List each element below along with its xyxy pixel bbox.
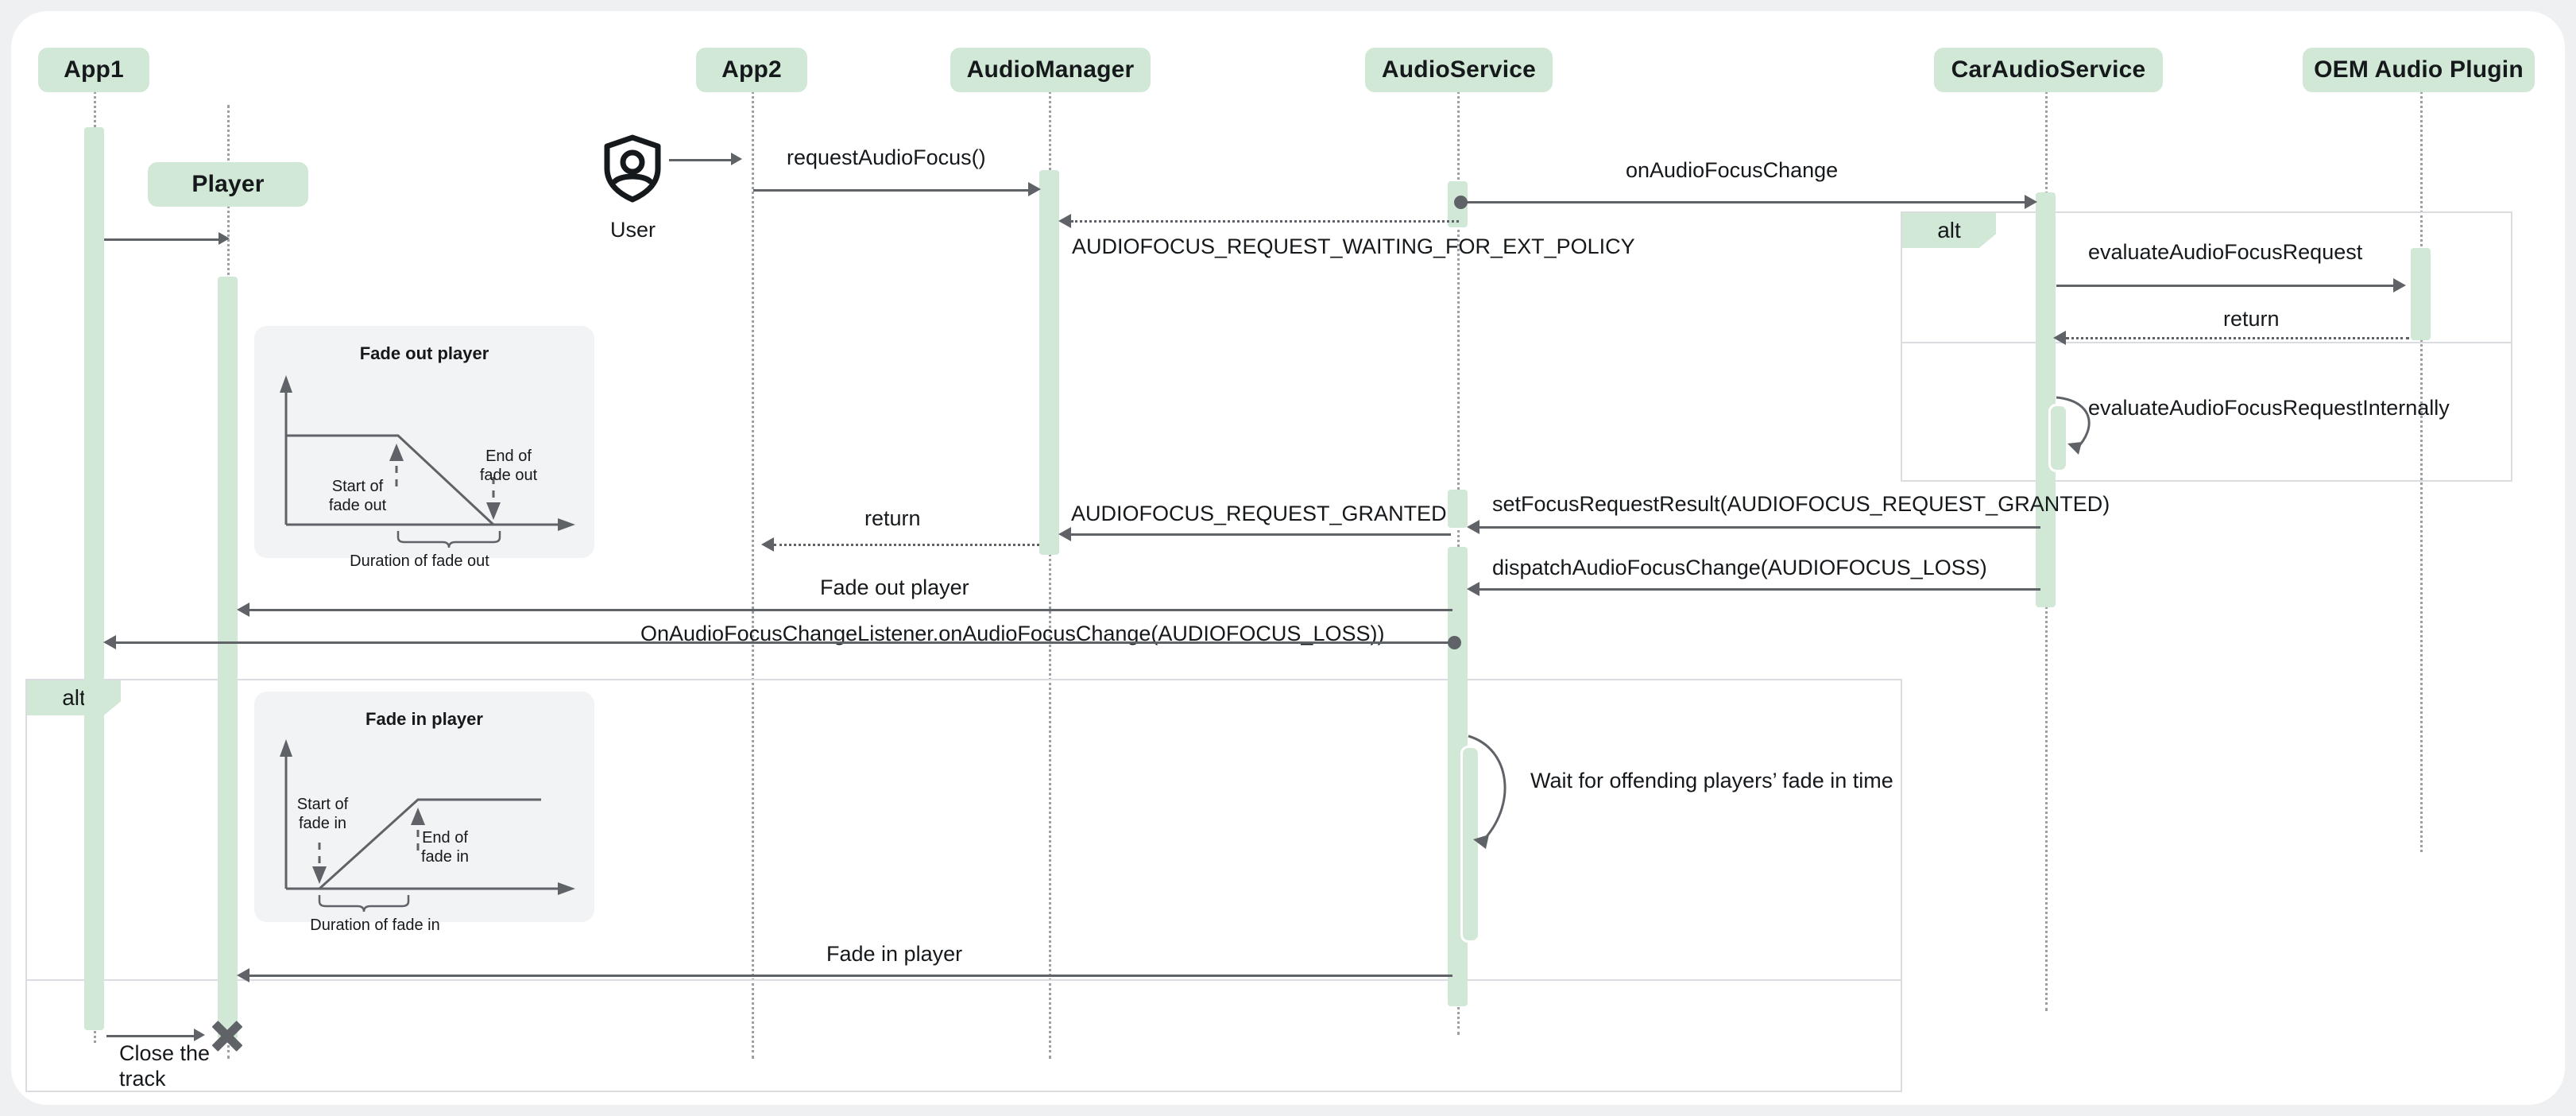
note-fade-in-end-label: End of fade in xyxy=(420,829,470,866)
message-label-fade-out-player: Fade out player xyxy=(820,575,969,599)
message-origin-dot-on-audio-focus-change-listener xyxy=(1448,636,1461,649)
fragment-alt-oem-operator: alt xyxy=(1937,218,1961,242)
message-arrowhead-close-the-track xyxy=(194,1029,205,1041)
message-arrowhead-return-oem xyxy=(2053,331,2066,345)
participant-player-label: Player xyxy=(191,171,265,197)
activation-audioservice-2 xyxy=(1448,490,1468,528)
message-arrowhead-evaluate-audio-focus-request xyxy=(2393,278,2406,293)
message-label-on-audio-focus-change: onAudioFocusChange xyxy=(1626,158,1839,182)
message-line-dispatch-audio-focus-change xyxy=(1479,588,2040,591)
lifeline-app2 xyxy=(752,57,754,1059)
message-arrowhead-on-audio-focus-change xyxy=(2025,195,2037,209)
lifeline-audiomanager xyxy=(1049,57,1051,1059)
participant-audioservice-label: AudioService xyxy=(1381,56,1537,83)
note-fade-out-end-label: End of fade out xyxy=(479,448,538,484)
message-arrowhead-fade-out-player xyxy=(237,603,249,617)
message-arrowhead-waiting-for-ext-policy xyxy=(1058,214,1071,228)
participant-oemplugin-label: OEM Audio Plugin xyxy=(2314,56,2524,83)
fragment-alt-app1 xyxy=(25,679,1902,1092)
message-arrowhead-user-app2 xyxy=(731,153,742,165)
message-arrowhead-audiofocus-request-granted xyxy=(1058,527,1071,541)
user-actor-label: User xyxy=(610,218,656,242)
activation-oemplugin xyxy=(2411,248,2431,340)
note-fade-in-player xyxy=(254,692,594,922)
message-label-evaluate-audio-focus-request: evaluateAudioFocusRequest xyxy=(2088,240,2363,264)
message-arrowhead-request-audio-focus xyxy=(1028,182,1041,196)
participant-app2-label: App2 xyxy=(721,56,782,83)
activation-audioservice-nested xyxy=(1460,746,1480,943)
message-line-user-app2 xyxy=(669,159,737,161)
message-label-wait-for-fade-in: Wait for offending players’ fade in time xyxy=(1530,768,1893,794)
message-label-waiting-for-ext-policy: AUDIOFOCUS_REQUEST_WAITING_FOR_EXT_POLIC… xyxy=(1072,234,1635,258)
message-line-fade-in-player xyxy=(249,975,1452,977)
message-arrowhead-dispatch-audio-focus-change xyxy=(1467,582,1479,596)
message-label-request-audio-focus: requestAudioFocus() xyxy=(787,145,986,169)
note-fade-out-start-label: Start of fade out xyxy=(328,478,387,514)
note-fade-in-start-label: Start of fade in xyxy=(296,796,349,832)
shield-user-icon xyxy=(604,134,661,203)
diagram-card xyxy=(11,11,2565,1105)
participant-app1-label: App1 xyxy=(64,56,124,83)
participant-app2[interactable]: App2 xyxy=(696,48,807,92)
participant-oemplugin[interactable]: OEM Audio Plugin xyxy=(2303,48,2535,92)
message-label-evaluate-internally: evaluateAudioFocusRequestInternally xyxy=(2088,396,2450,420)
fragment-alt-oem-divider xyxy=(1901,342,2512,343)
participant-app1[interactable]: App1 xyxy=(38,48,149,92)
message-label-close-the-track: Close the track xyxy=(119,1041,222,1092)
message-line-request-audio-focus xyxy=(753,189,1035,192)
message-line-waiting-for-ext-policy xyxy=(1071,220,1459,223)
message-line-return-oem xyxy=(2066,337,2409,339)
participant-caraudioservice-label: CarAudioService xyxy=(1951,56,2146,83)
lifeline-audioservice xyxy=(1457,57,1460,1035)
participant-audioservice[interactable]: AudioService xyxy=(1365,48,1553,92)
message-label-dispatch-audio-focus-change: dispatchAudioFocusChange(AUDIOFOCUS_LOSS… xyxy=(1492,556,1987,579)
message-label-return-audiomanager: return xyxy=(864,506,921,530)
lifeline-oemplugin xyxy=(2420,57,2423,852)
fade-out-chart xyxy=(280,375,575,548)
message-arrowhead-app1-player xyxy=(219,232,230,245)
participant-player[interactable]: Player xyxy=(148,162,308,207)
activation-app1 xyxy=(84,127,104,1030)
message-line-on-audio-focus-change xyxy=(1460,201,2031,203)
fragment-alt-app1-divider xyxy=(25,979,1902,981)
activation-player xyxy=(218,277,238,1040)
message-line-set-focus-request-result xyxy=(1479,526,2040,529)
fragment-alt-app1-label-tab: alt xyxy=(27,680,121,715)
message-line-on-audio-focus-change-listener xyxy=(116,641,1454,644)
message-arrowhead-fade-in-player xyxy=(237,968,249,982)
note-fade-out-player xyxy=(254,326,594,558)
close-the-track-line1: Close the track xyxy=(119,1041,216,1091)
participant-caraudioservice[interactable]: CarAudioService xyxy=(1934,48,2163,92)
message-line-app1-player xyxy=(104,238,225,241)
message-label-set-focus-request-result: setFocusRequestResult(AUDIOFOCUS_REQUEST… xyxy=(1492,492,2110,516)
message-line-return-audiomanager xyxy=(774,544,1039,546)
activation-caraudioservice xyxy=(2036,192,2056,607)
fragment-alt-app1-operator: alt xyxy=(62,685,86,710)
message-label-return-oem: return xyxy=(2223,307,2280,331)
note-fade-in-title: Fade in player xyxy=(366,709,483,729)
message-line-evaluate-audio-focus-request xyxy=(2056,285,2398,287)
fade-in-chart xyxy=(280,739,575,913)
participant-audiomanager-label: AudioManager xyxy=(966,56,1135,83)
note-fade-out-title: Fade out player xyxy=(359,343,489,363)
note-fade-in-duration-label: Duration of fade in xyxy=(310,916,440,934)
message-label-wait-for-fade-in-text: Wait for offending players’ fade in time xyxy=(1530,769,1893,792)
message-label-fade-in-player: Fade in player xyxy=(826,942,963,966)
note-fade-out-duration-label: Duration of fade out xyxy=(350,552,489,570)
message-line-audiofocus-request-granted xyxy=(1071,533,1451,536)
fragment-alt-oem xyxy=(1901,211,2512,482)
activation-caraudioservice-nested xyxy=(2048,404,2068,472)
message-selfloop-wait-for-fade-in xyxy=(1468,734,1507,849)
message-arrowhead-return-audiomanager xyxy=(761,537,774,552)
participant-audiomanager[interactable]: AudioManager xyxy=(950,48,1151,92)
activation-audiomanager xyxy=(1039,170,1059,555)
message-arrowhead-set-focus-request-result xyxy=(1467,520,1479,534)
message-label-audiofocus-request-granted: AUDIOFOCUS_REQUEST_GRANTED xyxy=(1071,502,1447,525)
message-arrowhead-on-audio-focus-change-listener xyxy=(103,635,116,649)
fragment-alt-oem-label-tab: alt xyxy=(1902,213,1996,248)
message-line-close-the-track xyxy=(106,1035,200,1037)
message-line-fade-out-player xyxy=(249,609,1452,611)
message-selfloop-evaluate-internally xyxy=(2056,396,2091,455)
